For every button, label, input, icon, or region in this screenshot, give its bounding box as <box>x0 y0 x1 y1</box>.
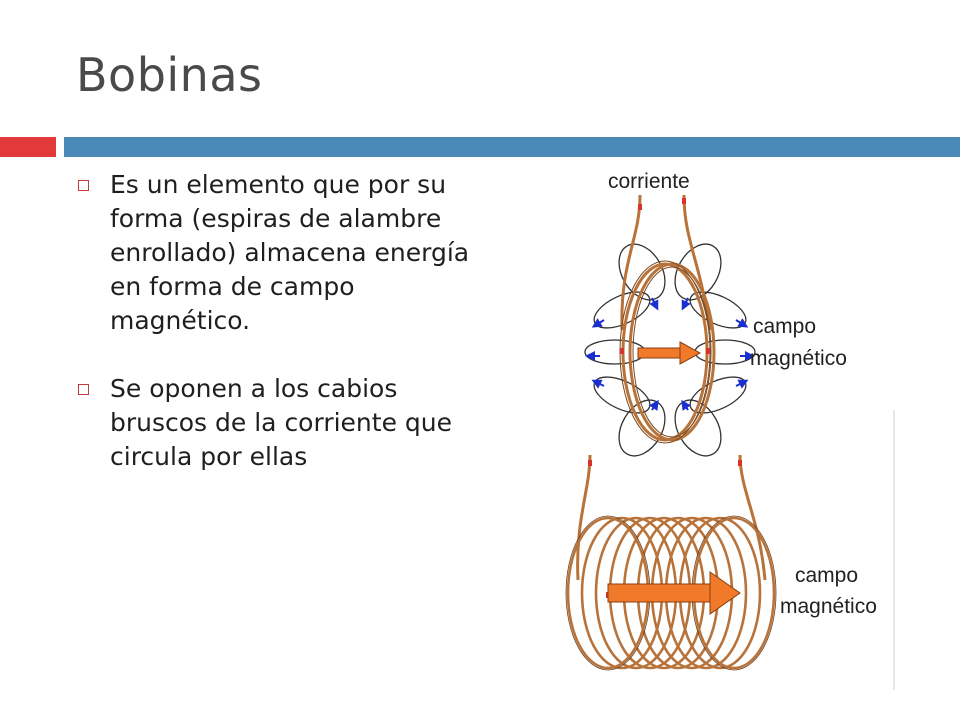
field-arrow-icon <box>637 341 702 365</box>
bullet-text: Es un elemento que por su forma (espiras… <box>110 170 470 335</box>
field-direction-arrows <box>585 297 755 411</box>
bullet-text: Se oponen a los cabios bruscos de la cor… <box>110 374 452 471</box>
solenoid-leads <box>576 454 767 581</box>
slide-title: Bobinas <box>76 48 263 102</box>
bullet-item: Se oponen a los cabios bruscos de la cor… <box>76 372 476 474</box>
label-field-top-1: campo <box>753 315 816 338</box>
solenoid-field-arrow-icon <box>607 571 741 615</box>
accent-bar-blue <box>64 137 960 157</box>
coil-diagram: corriente campo magnético <box>565 170 895 690</box>
bullet-list: Es un elemento que por su forma (espiras… <box>76 168 476 474</box>
single-loop-illustration: corriente campo magnético <box>584 170 847 457</box>
wire-loop <box>620 194 716 442</box>
square-bullet-icon <box>78 180 89 191</box>
label-field-bottom-1: campo <box>795 564 858 587</box>
label-field-top-2: magnético <box>750 347 847 370</box>
bullet-item: Es un elemento que por su forma (espiras… <box>76 168 476 338</box>
square-bullet-icon <box>78 384 89 395</box>
current-markers <box>620 198 710 354</box>
accent-bar-red <box>0 137 56 157</box>
label-current: corriente <box>608 170 690 193</box>
label-field-bottom-2: magnético <box>780 595 877 618</box>
solenoid-illustration: campo magnético <box>565 454 877 671</box>
